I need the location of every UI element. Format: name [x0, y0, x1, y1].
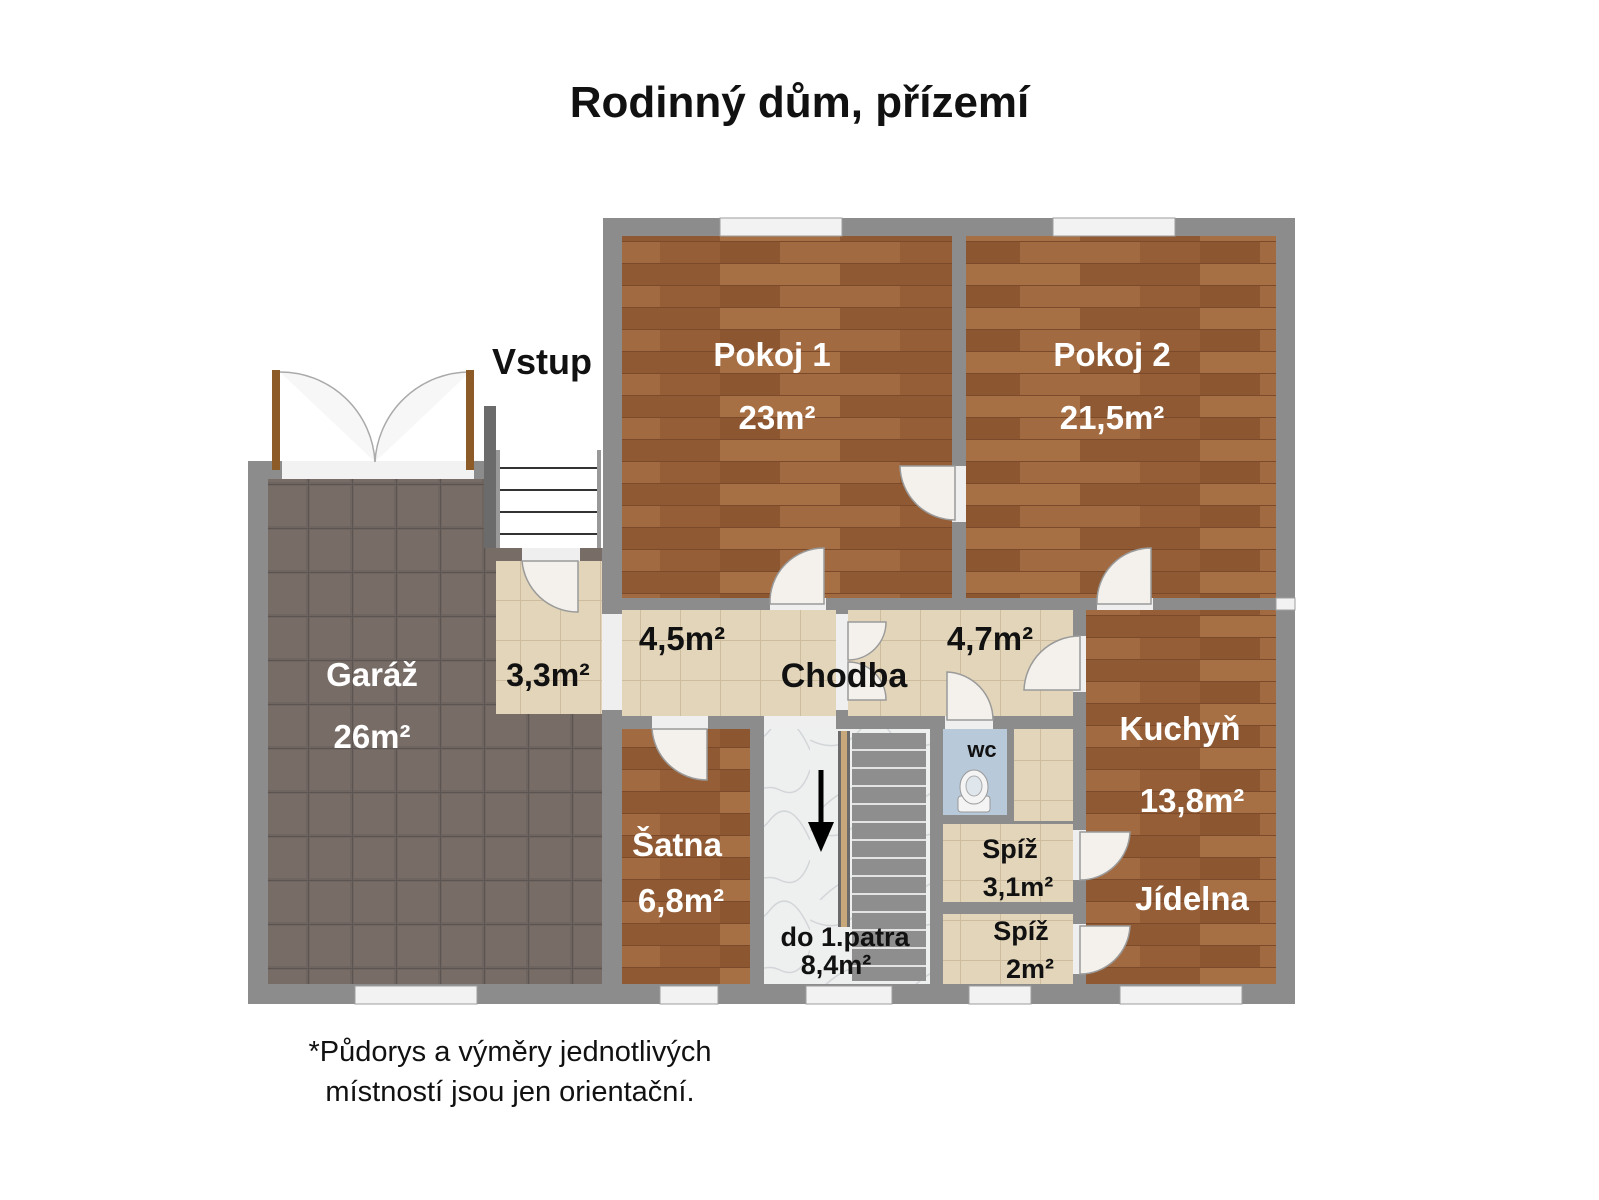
- stairs-area: 8,4m²: [801, 950, 872, 980]
- vestibule-area: 3,3m²: [506, 657, 590, 693]
- kitchen-name: Kuchyň: [1119, 710, 1240, 747]
- windows: [354, 217, 1296, 1005]
- arrow-down-icon: [808, 822, 834, 852]
- pantry1-name: Spíž: [982, 834, 1038, 864]
- room2-name: Pokoj 2: [1053, 336, 1170, 373]
- disclaimer-note: *Půdorys a výměry jednotlivých místností…: [250, 1032, 770, 1112]
- garage-gate-icon: [272, 370, 474, 479]
- wc-name: wc: [966, 737, 996, 762]
- interior-doors: [521, 465, 1153, 975]
- hall-right-area: 4,7m²: [947, 620, 1033, 657]
- pantry1-area: 3,1m²: [983, 872, 1054, 902]
- kitchen-area: 13,8m²: [1140, 782, 1245, 819]
- pantry1-floor: [943, 824, 1073, 902]
- room2-area: 21,5m²: [1060, 399, 1165, 436]
- hall-name: Chodba: [781, 657, 909, 695]
- diagram-title: Rodinný dům, přízemí: [569, 78, 1030, 127]
- entrance-steps: [484, 406, 603, 548]
- pantry2-floor: [943, 914, 1073, 984]
- toilet-icon: [957, 769, 991, 813]
- niche-floor: [1014, 729, 1073, 821]
- pantry2-name: Spíž: [993, 916, 1049, 946]
- staircase: [808, 731, 926, 981]
- kitchen-floor: [1086, 610, 1276, 984]
- garage-area: 26m²: [333, 718, 410, 755]
- wardrobe-area: 6,8m²: [638, 882, 724, 919]
- hall-left-floor: [622, 610, 836, 716]
- hall-left-area: 4,5m²: [639, 620, 725, 657]
- pantry2-area: 2m²: [1006, 954, 1054, 984]
- kitchen-dining-name: Jídelna: [1135, 880, 1249, 917]
- room1-name: Pokoj 1: [713, 336, 830, 373]
- wardrobe-name: Šatna: [632, 825, 723, 863]
- entrance-label: Vstup: [492, 341, 592, 382]
- disclaimer-line-1: *Půdorys a výměry jednotlivých: [308, 1036, 712, 1068]
- room1-area: 23m²: [738, 399, 815, 436]
- room1-floor: [622, 236, 952, 598]
- disclaimer-line-2: místností jsou jen orientační.: [325, 1076, 695, 1108]
- room2-floor: [966, 236, 1276, 598]
- garage-name: Garáž: [326, 656, 418, 693]
- stairs-name: do 1.patra: [780, 922, 910, 952]
